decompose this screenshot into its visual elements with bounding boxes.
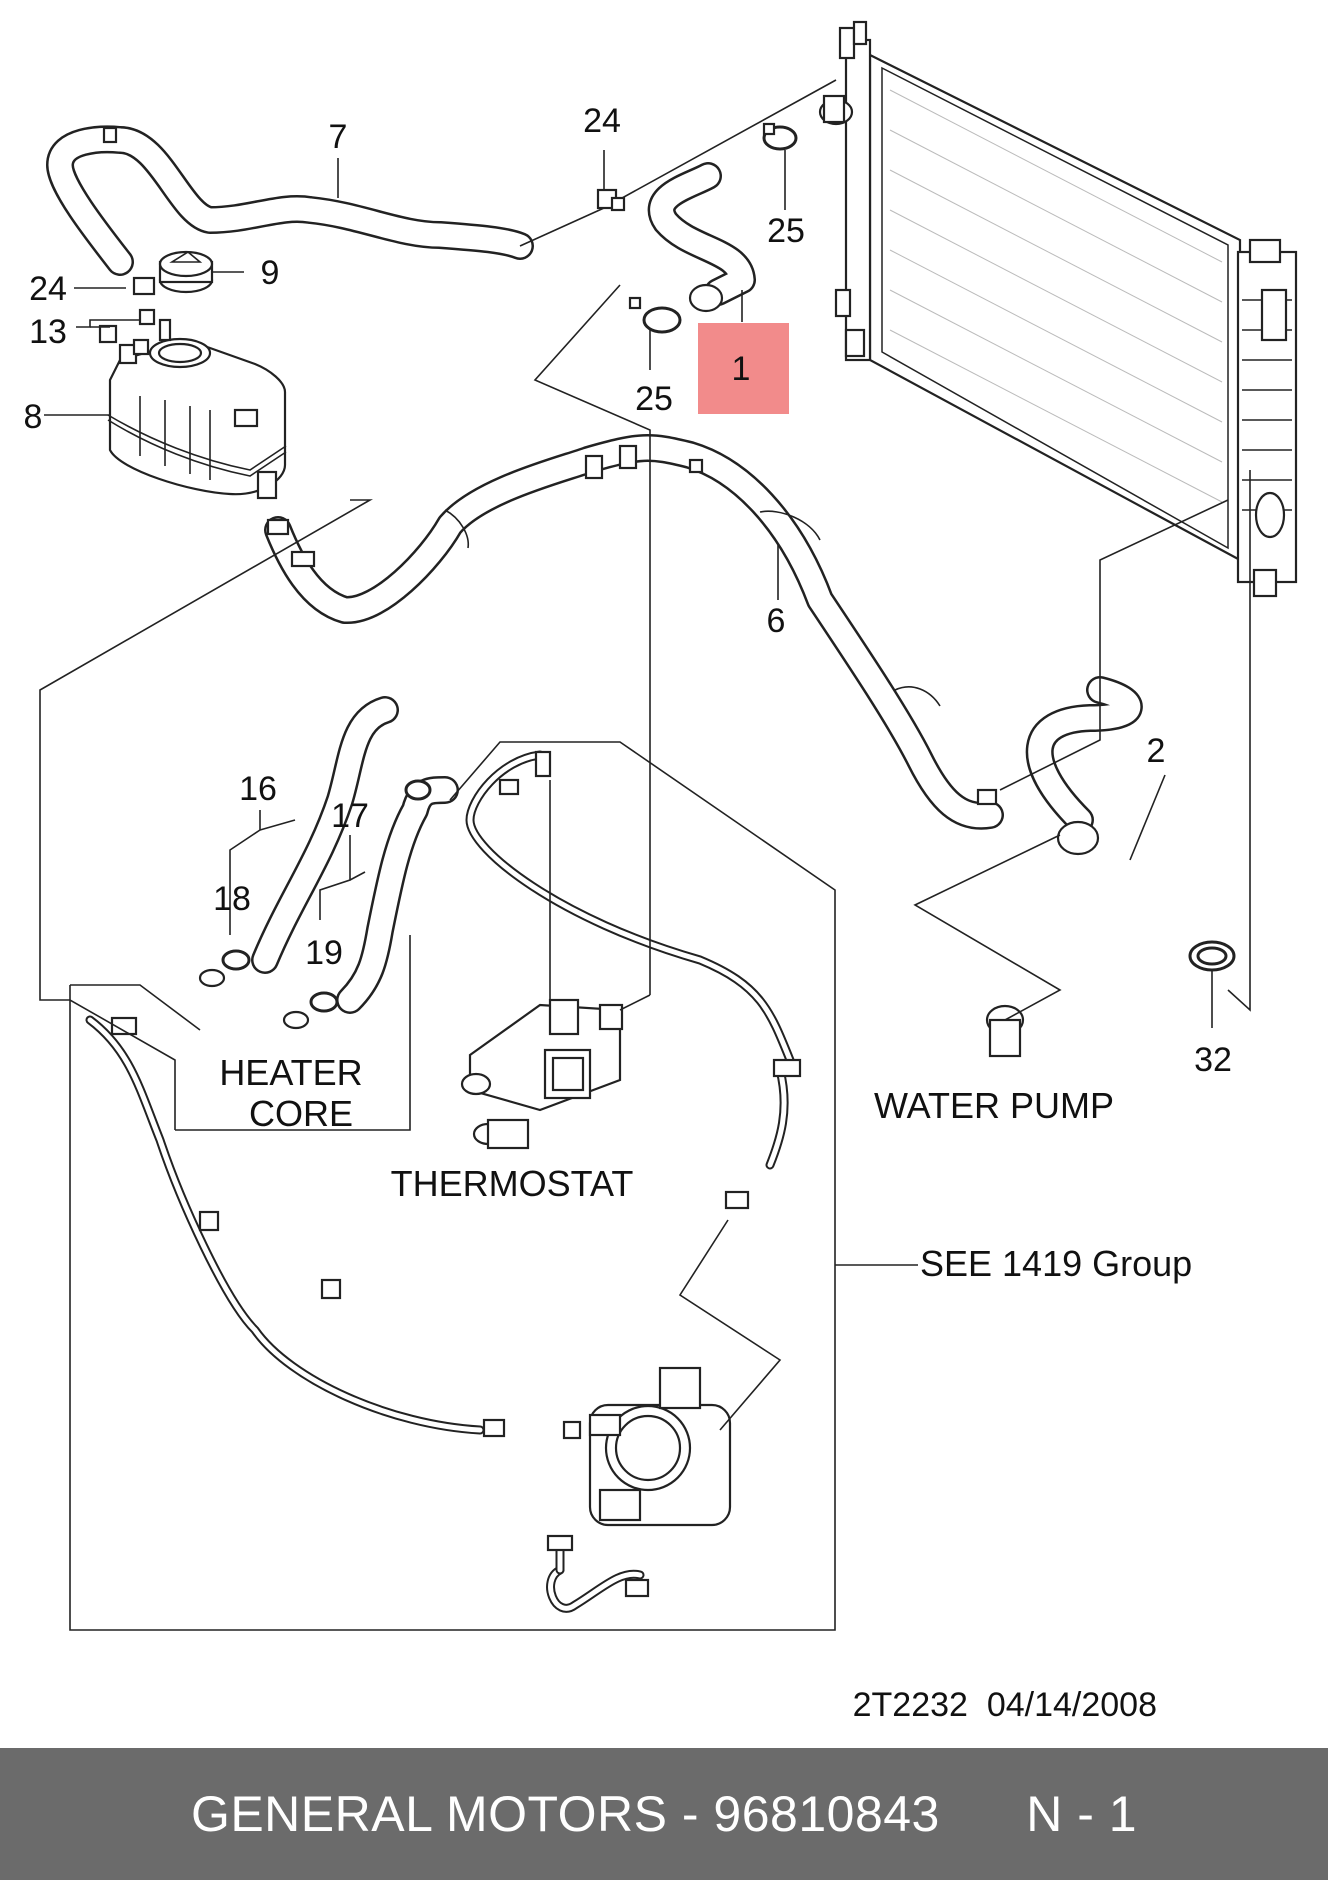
hose-clamp <box>266 444 998 806</box>
water-pump-hose <box>1025 676 1143 856</box>
callout-25-top: 25 <box>767 212 805 250</box>
throttle-body <box>588 1366 732 1527</box>
callout-25-bottom: 25 <box>635 380 673 418</box>
heater-hoses <box>251 696 459 1014</box>
thermostat-housing <box>460 998 624 1150</box>
heater-core-label-line1: HEATER <box>219 1052 362 1093</box>
hose-clamp-32 <box>1188 940 1236 972</box>
upper-radiator-hose <box>647 162 756 313</box>
callout-7: 7 <box>329 118 348 156</box>
hose-clamp <box>628 122 798 334</box>
leader-lines <box>44 150 1213 1028</box>
heater-core-label-line2: CORE <box>249 1093 353 1134</box>
callout-19: 19 <box>305 934 343 972</box>
callout-6: 6 <box>767 602 786 640</box>
grouping-lines <box>39 284 1251 1631</box>
tube-clips <box>110 750 802 1598</box>
lower-radiator-hose <box>264 434 1004 830</box>
callout-8: 8 <box>24 398 43 436</box>
hose-clip <box>102 126 626 212</box>
callout-9: 9 <box>261 254 280 292</box>
footer-bar: GENERAL MOTORS - 96810843 N - 1 <box>0 1748 1328 1880</box>
see-group-label: SEE 1419 Group <box>920 1243 1192 1284</box>
cooling-system-diagram: 1 7 24 25 25 9 24 13 8 6 2 32 16 17 18 1… <box>24 20 1298 1724</box>
heater-clamps <box>198 779 432 1030</box>
callout-18: 18 <box>213 880 251 918</box>
part-number-caption: GENERAL MOTORS - 96810843 N - 1 <box>190 1786 1138 1842</box>
surge-tank <box>107 337 287 500</box>
callout-17: 17 <box>331 797 369 835</box>
callout-16: 16 <box>239 770 277 808</box>
callout-2: 2 <box>1147 732 1166 770</box>
thermostat-label: THERMOSTAT <box>391 1163 634 1204</box>
pressure-cap <box>158 250 214 294</box>
callout-24-top: 24 <box>583 102 621 140</box>
radiator <box>818 20 1298 598</box>
fittings <box>98 276 172 344</box>
water-pump-label: WATER PUMP <box>874 1085 1114 1126</box>
vent-hose <box>46 79 837 276</box>
drawing-id: 2T2232 04/14/2008 <box>853 1686 1157 1724</box>
highlight-box <box>698 323 789 414</box>
callout-13: 13 <box>29 313 67 351</box>
callout-24-left: 24 <box>29 270 67 308</box>
callout-32: 32 <box>1194 1041 1232 1079</box>
callout-1: 1 <box>732 350 751 388</box>
